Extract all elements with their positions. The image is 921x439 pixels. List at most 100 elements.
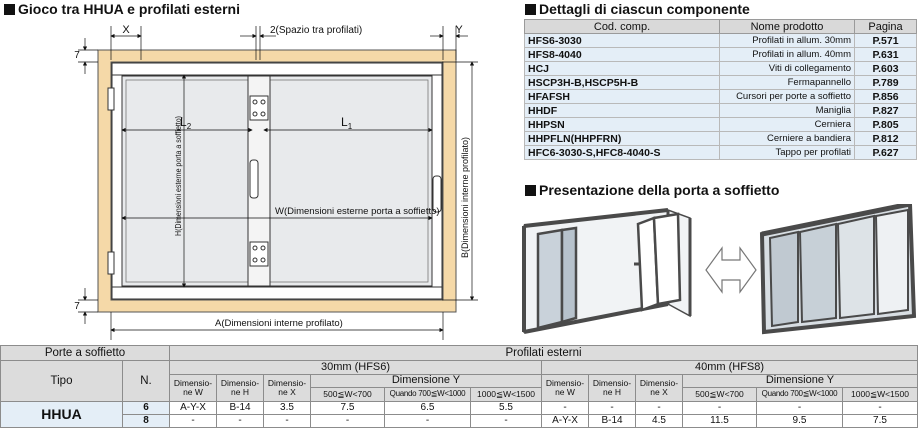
spec-header-row-4: 500≦W<700 Quando 700≦W<1000 1000≦W<1500 …: [1, 387, 918, 402]
value-cell: B-14: [216, 401, 264, 415]
component-name: Cerniera: [719, 117, 855, 132]
component-code: HFAFSH: [524, 89, 720, 104]
spec-header-row-1: Porte a soffietto Profilati esterni: [0, 345, 918, 361]
square-bullet-icon: [525, 4, 536, 15]
n-cell: 6: [122, 401, 170, 415]
value-cell: -: [263, 414, 311, 428]
components-title: Dettagli di ciascun componente: [525, 1, 750, 17]
square-bullet-icon: [525, 185, 536, 196]
components-title-text: Dettagli di ciascun componente: [539, 1, 750, 17]
hinge-icon: [249, 241, 269, 267]
value-cell: B-14: [588, 414, 636, 428]
range-header: Quando 700≦W<1000: [384, 387, 471, 402]
presentation-title-text: Presentazione della porta a soffietto: [539, 182, 780, 198]
y-label: Y: [455, 24, 463, 36]
double-arrow-icon: [705, 246, 757, 294]
x-dim-header: Dimensio-ne X: [635, 374, 683, 402]
open-door-image: [522, 208, 692, 334]
right-panel: [259, 75, 433, 287]
table-row: 8 - - - - - - A-Y-X B-14 4.5 11.5 9.5 7.…: [1, 414, 918, 428]
group-30-header: 30mm (HFS6): [169, 360, 542, 375]
spec-header-row-2: Tipo N. 30mm (HFS6) 40mm (HFS8): [0, 360, 918, 402]
presentation-title: Presentazione della porta a soffietto: [525, 182, 779, 198]
component-name: Tappo per profilati: [719, 145, 855, 160]
x-label: X: [122, 24, 130, 36]
n-cell: 8: [122, 414, 170, 428]
value-cell: 9.5: [756, 414, 843, 428]
value-cell: 6.5: [384, 401, 471, 415]
col-header-code: Cod. comp.: [524, 19, 720, 34]
h-dimension-label: H(Dimensioni esterne porta a soffietto): [174, 116, 183, 236]
component-code: HHDF: [524, 103, 720, 118]
component-code: HSCP3H-B,HSCP5H-B: [524, 75, 720, 90]
col-header-page: Pagina: [854, 19, 917, 34]
component-name: Profilati in allum. 40mm: [719, 47, 855, 62]
value-cell: 4.5: [635, 414, 683, 428]
component-code: HFC6-3030-S,HFC8-4040-S: [524, 145, 720, 160]
top-rail: [111, 62, 443, 76]
value-cell: A-Y-X: [541, 414, 589, 428]
door-drawing: X 2(Spazio tra profilati) Y 7 7 L2 L1 W(…: [74, 24, 478, 340]
bottom-rail: [111, 286, 443, 300]
range-header: 1000≦W<1500: [470, 387, 542, 402]
value-cell: 3.5: [263, 401, 311, 415]
value-cell: -: [588, 401, 636, 415]
w-dim-header: Dimensio-ne W: [169, 374, 217, 402]
flag-hinge-icon: [107, 251, 115, 275]
component-page: P.631: [854, 47, 917, 62]
profiles-header: Profilati esterni: [169, 345, 918, 361]
range-header: 1000≦W<1500: [842, 387, 918, 402]
col-header-name: Nome prodotto: [719, 19, 855, 34]
gap-label: 2(Spazio tra profilati): [270, 25, 362, 36]
handle-icon: [249, 159, 259, 199]
value-cell: -: [635, 401, 683, 415]
component-page: P.789: [854, 75, 917, 90]
tipo-header: Tipo: [0, 360, 123, 402]
components-header-row: Cod. comp. Nome prodotto Pagina: [524, 19, 917, 34]
value-cell: -: [842, 401, 918, 415]
flag-hinge-icon: [107, 87, 115, 111]
component-code: HCJ: [524, 61, 720, 76]
value-cell: 11.5: [682, 414, 757, 428]
h-dim-header: Dimensio-ne H: [216, 374, 264, 402]
drawing-title-text: Gioco tra HHUA e profilati esterni: [18, 1, 240, 17]
component-name: Viti di collegamento: [719, 61, 855, 76]
l2-label: L2: [180, 115, 192, 131]
left-post: [111, 74, 123, 288]
h-dim-header: Dimensio-ne H: [588, 374, 636, 402]
value-cell: -: [682, 401, 757, 415]
component-page: P.827: [854, 103, 917, 118]
value-cell: -: [470, 414, 542, 428]
left-panel: [121, 75, 257, 287]
group-40-header: 40mm (HFS8): [541, 360, 918, 375]
seven-bottom-label: 7: [74, 301, 80, 312]
spec-table: Porte a soffietto Profilati esterni Tipo…: [0, 345, 918, 428]
component-page: P.812: [854, 131, 917, 146]
value-cell: -: [384, 414, 471, 428]
handle-icon: [432, 175, 442, 213]
component-name: Fermapannello: [719, 75, 855, 90]
door-header: Porte a soffietto: [0, 345, 170, 361]
value-cell: 7.5: [310, 401, 385, 415]
range-header: 500≦W<700: [310, 387, 385, 402]
w-dim-header: Dimensio-ne W: [541, 374, 589, 402]
component-name: Maniglia: [719, 103, 855, 118]
y-dim-header: Dimensione Y: [682, 374, 918, 388]
value-cell: A-Y-X: [169, 401, 217, 415]
folding-door-illustration: [522, 204, 917, 335]
seven-top-label: 7: [74, 50, 80, 61]
component-page: P.603: [854, 61, 917, 76]
value-cell: 5.5: [470, 401, 542, 415]
n-header: N.: [122, 360, 170, 402]
component-code: HFS6-3030: [524, 33, 720, 48]
component-name: Cerniere a bandiera: [719, 131, 855, 146]
value-cell: -: [310, 414, 385, 428]
component-page: P.856: [854, 89, 917, 104]
component-page: P.805: [854, 117, 917, 132]
